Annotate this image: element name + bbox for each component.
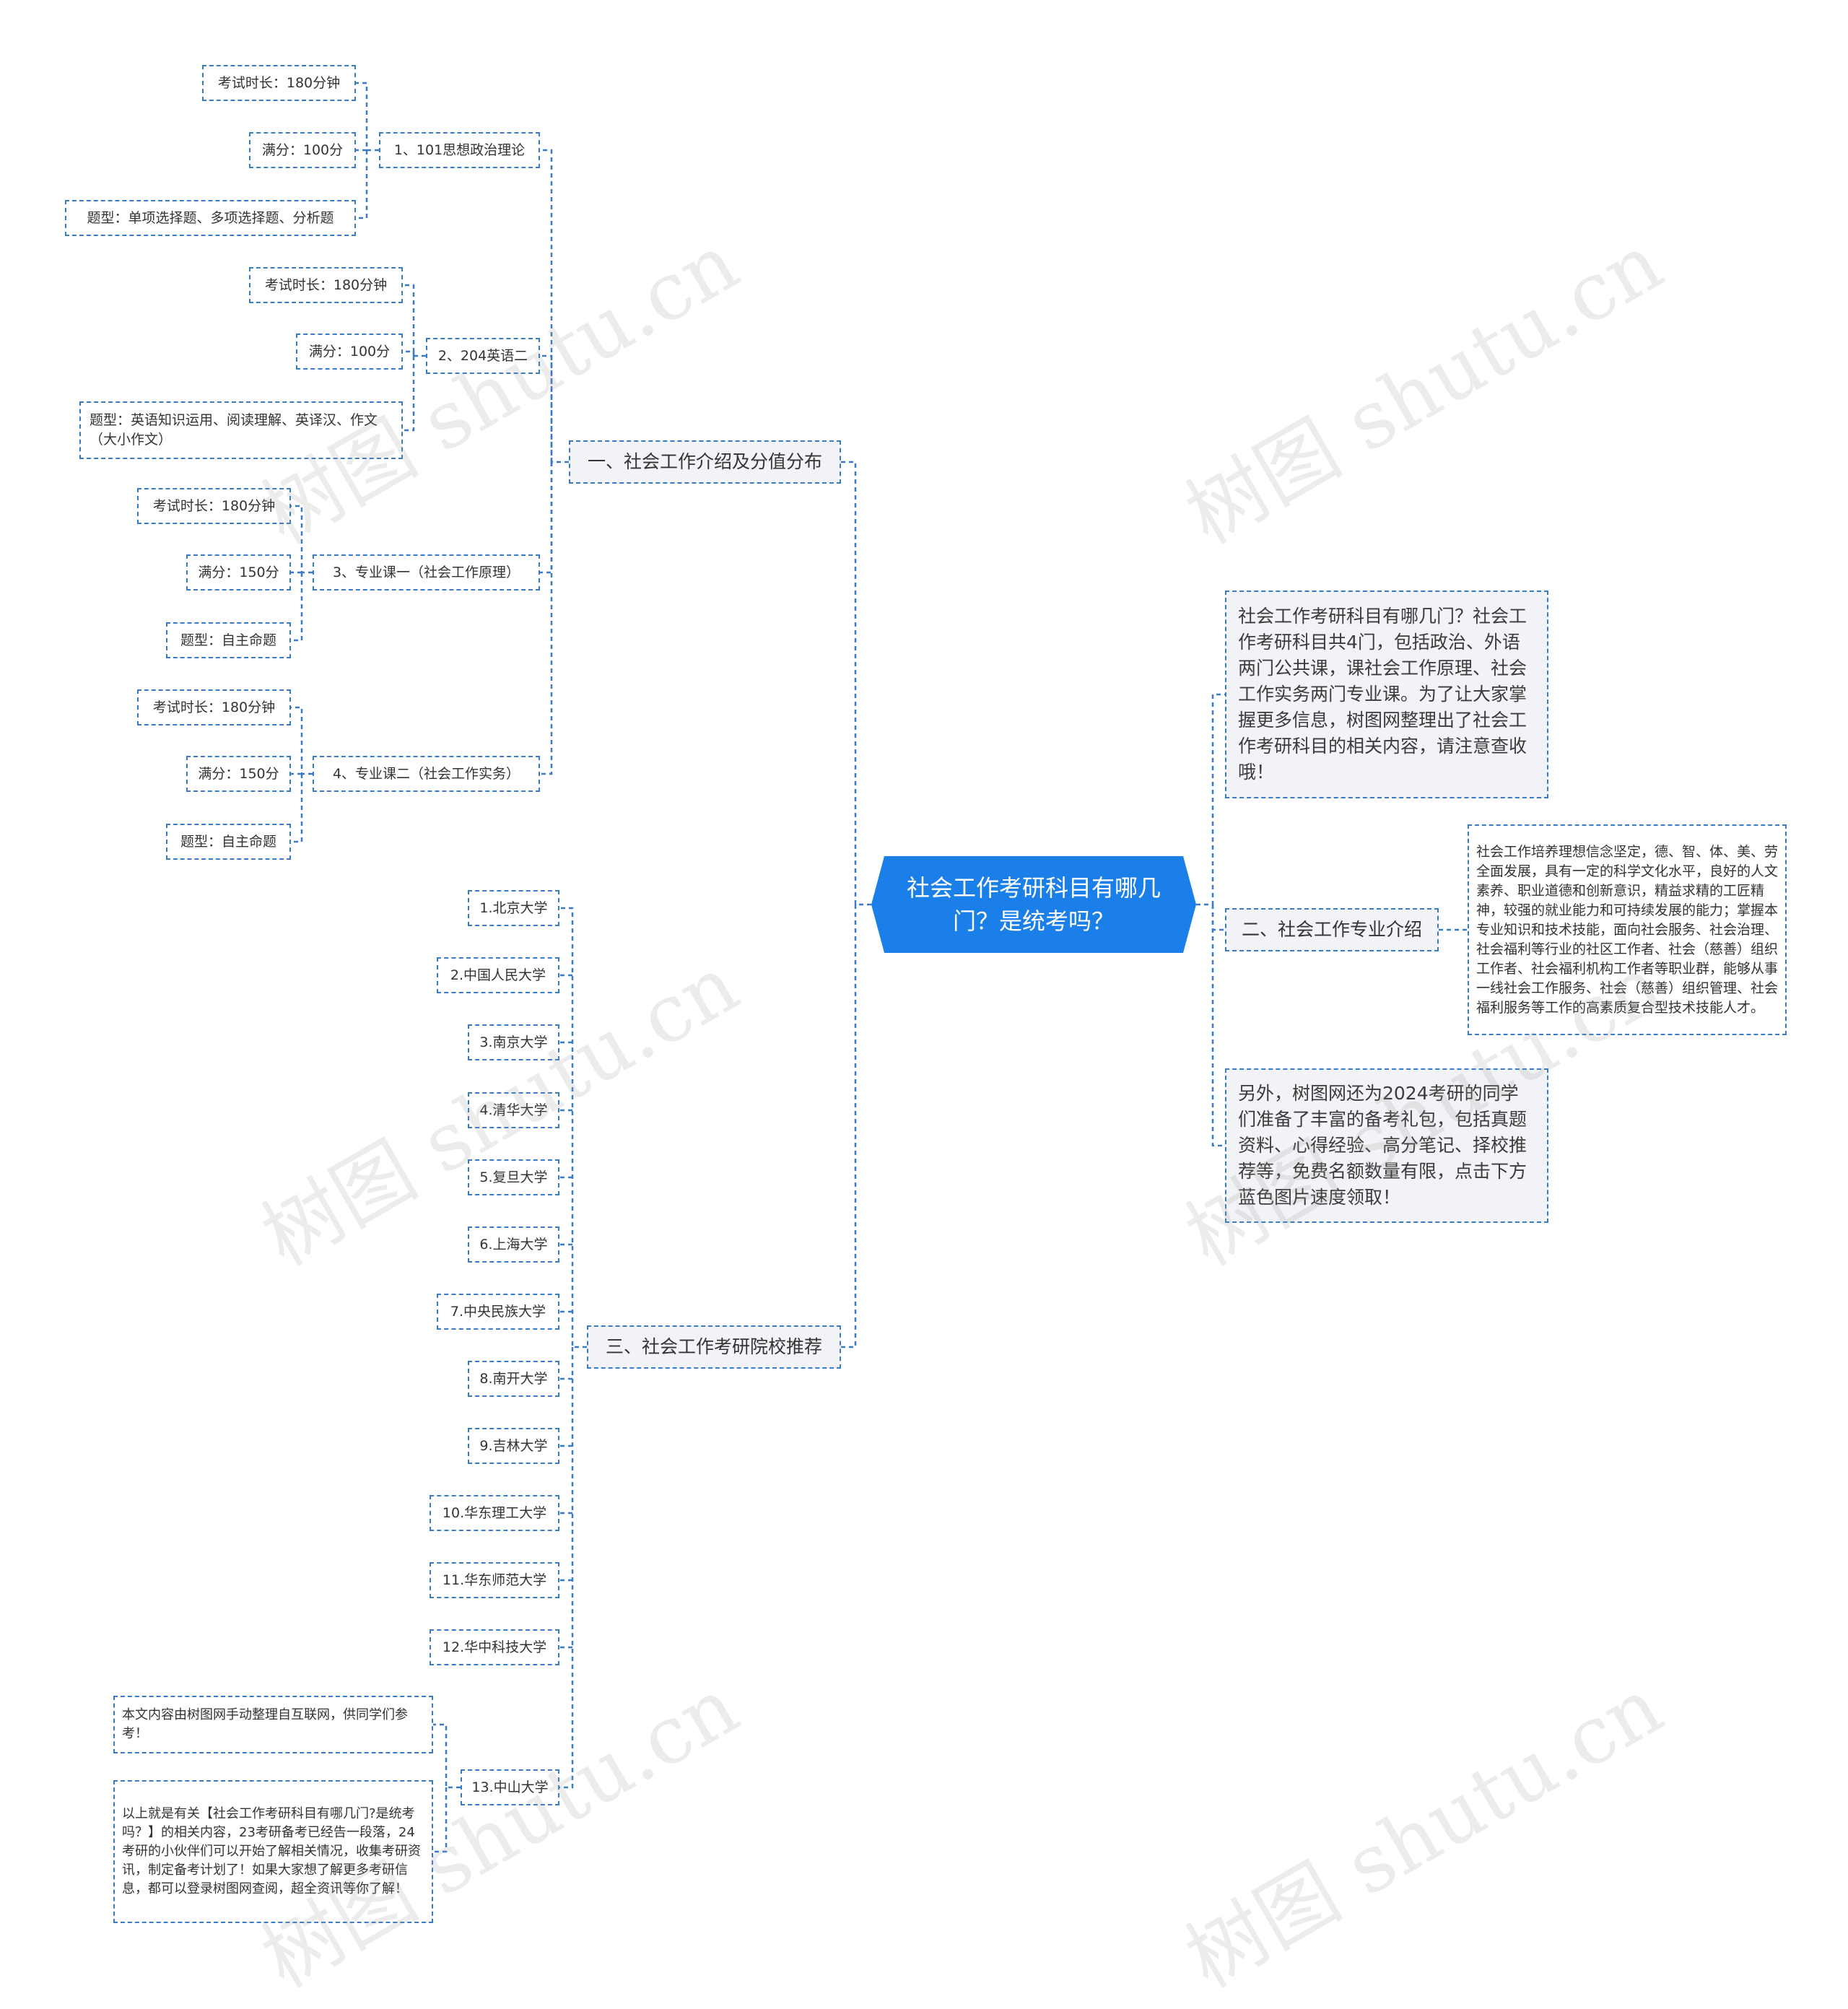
subject-english[interactable]: 2、204英语二 — [426, 338, 540, 374]
leaf-duration[interactable]: 考试时长：180分钟 — [137, 689, 291, 725]
summary-note[interactable]: 社会工作考研科目有哪几门？社会工作考研科目共4门，包括政治、外语两门公共课，课社… — [1225, 591, 1548, 798]
school-item[interactable]: 7.中央民族大学 — [437, 1294, 559, 1330]
leaf-score[interactable]: 满分：100分 — [296, 334, 403, 370]
school-item[interactable]: 4.清华大学 — [468, 1092, 559, 1128]
school-item[interactable]: 10.华东理工大学 — [430, 1495, 559, 1531]
school-item[interactable]: 3.南京大学 — [468, 1024, 559, 1060]
note-source[interactable]: 本文内容由树图网手动整理自互联网，供同学们参考！ — [113, 1696, 433, 1753]
school-label: 13.中山大学 — [471, 1779, 549, 1795]
gift-note[interactable]: 另外，树图网还为2024考研的同学们准备了丰富的备考礼包，包括真题资料、心得经验… — [1225, 1068, 1548, 1223]
leaf-type[interactable]: 题型：英语知识运用、阅读理解、英译汉、作文（大小作文） — [79, 401, 403, 459]
leaf-label: 满分：100分 — [308, 343, 391, 359]
school-item[interactable]: 9.吉林大学 — [468, 1428, 559, 1464]
gift-text: 另外，树图网还为2024考研的同学们准备了丰富的备考礼包，包括真题资料、心得经验… — [1238, 1083, 1527, 1208]
leaf-duration[interactable]: 考试时长：180分钟 — [249, 267, 403, 303]
leaf-label: 满分：150分 — [198, 765, 279, 782]
subject-label: 3、专业课一（社会工作原理） — [332, 564, 520, 580]
branch-major[interactable]: 二、社会工作专业介绍 — [1225, 908, 1439, 951]
school-item[interactable]: 13.中山大学 — [461, 1769, 559, 1805]
school-label: 6.上海大学 — [479, 1236, 548, 1252]
note-label: 以上就是有关【社会工作考研科目有哪几门?是统考吗？】的相关内容，23考研备考已经… — [122, 1806, 421, 1896]
school-label: 5.复旦大学 — [479, 1169, 548, 1185]
leaf-duration[interactable]: 考试时长：180分钟 — [202, 65, 356, 101]
leaf-label: 考试时长：180分钟 — [217, 74, 341, 91]
leaf-label: 满分：150分 — [198, 564, 279, 580]
school-label: 4.清华大学 — [479, 1102, 548, 1118]
leaf-label: 题型：英语知识运用、阅读理解、英译汉、作文（大小作文） — [90, 412, 378, 448]
school-item[interactable]: 6.上海大学 — [468, 1226, 559, 1263]
branch-intro[interactable]: 一、社会工作介绍及分值分布 — [569, 440, 841, 484]
leaf-type[interactable]: 题型：自主命题 — [166, 824, 291, 860]
branch-schools[interactable]: 三、社会工作考研院校推荐 — [587, 1325, 841, 1369]
school-label: 2.中国人民大学 — [450, 967, 546, 983]
school-label: 1.北京大学 — [479, 899, 548, 916]
leaf-type[interactable]: 题型：自主命题 — [166, 622, 291, 658]
branch-schools-label: 三、社会工作考研院校推荐 — [605, 1336, 822, 1357]
leaf-score[interactable]: 满分：150分 — [186, 554, 291, 591]
root-title: 社会工作考研科目有哪几门？是统考吗？ — [906, 874, 1161, 935]
subject-label: 4、专业课二（社会工作实务） — [332, 765, 520, 782]
leaf-label: 题型：自主命题 — [180, 632, 276, 648]
leaf-score[interactable]: 满分：100分 — [249, 132, 356, 168]
leaf-label: 考试时长：180分钟 — [264, 276, 388, 293]
leaf-type[interactable]: 题型：单项选择题、多项选择题、分析题 — [65, 200, 356, 236]
leaf-label: 考试时长：180分钟 — [152, 699, 276, 715]
leaf-score[interactable]: 满分：150分 — [186, 756, 291, 792]
school-item[interactable]: 8.南开大学 — [468, 1361, 559, 1397]
branch-major-label: 二、社会工作专业介绍 — [1241, 919, 1422, 940]
leaf-label: 题型：单项选择题、多项选择题、分析题 — [87, 209, 334, 226]
school-label: 7.中央民族大学 — [450, 1303, 546, 1320]
school-label: 9.吉林大学 — [479, 1437, 548, 1454]
school-label: 12.华中科技大学 — [442, 1639, 547, 1655]
school-label: 3.南京大学 — [479, 1034, 548, 1050]
leaf-duration[interactable]: 考试时长：180分钟 — [137, 488, 291, 524]
note-label: 本文内容由树图网手动整理自互联网，供同学们参考！ — [122, 1707, 408, 1741]
school-item[interactable]: 1.北京大学 — [468, 890, 559, 926]
leaf-label: 考试时长：180分钟 — [152, 497, 276, 514]
subject-label: 1、101思想政治理论 — [393, 141, 526, 158]
leaf-label: 题型：自主命题 — [180, 833, 276, 850]
subject-principles[interactable]: 3、专业课一（社会工作原理） — [313, 554, 540, 591]
school-item[interactable]: 5.复旦大学 — [468, 1159, 559, 1195]
subject-practice[interactable]: 4、专业课二（社会工作实务） — [313, 756, 540, 792]
root-topic[interactable]: 社会工作考研科目有哪几门？是统考吗？ — [871, 856, 1196, 953]
school-item[interactable]: 11.华东师范大学 — [430, 1562, 559, 1598]
school-item[interactable]: 12.华中科技大学 — [430, 1629, 559, 1665]
school-item[interactable]: 2.中国人民大学 — [437, 957, 559, 993]
school-label: 10.华东理工大学 — [442, 1504, 547, 1521]
branch-intro-label: 一、社会工作介绍及分值分布 — [587, 451, 822, 472]
subject-politics[interactable]: 1、101思想政治理论 — [379, 132, 540, 168]
school-label: 11.华东师范大学 — [442, 1572, 547, 1588]
school-label: 8.南开大学 — [479, 1370, 548, 1387]
subject-label: 2、204英语二 — [437, 347, 528, 364]
leaf-label: 满分：100分 — [261, 141, 344, 158]
major-detail[interactable]: 社会工作培养理想信念坚定，德、智、体、美、劳全面发展，具有一定的科学文化水平，良… — [1468, 824, 1787, 1035]
summary-text: 社会工作考研科目有哪几门？社会工作考研科目共4门，包括政治、外语两门公共课，课社… — [1238, 606, 1527, 783]
note-summary[interactable]: 以上就是有关【社会工作考研科目有哪几门?是统考吗？】的相关内容，23考研备考已经… — [113, 1780, 433, 1923]
major-detail-text: 社会工作培养理想信念坚定，德、智、体、美、劳全面发展，具有一定的科学文化水平，良… — [1476, 843, 1779, 1016]
